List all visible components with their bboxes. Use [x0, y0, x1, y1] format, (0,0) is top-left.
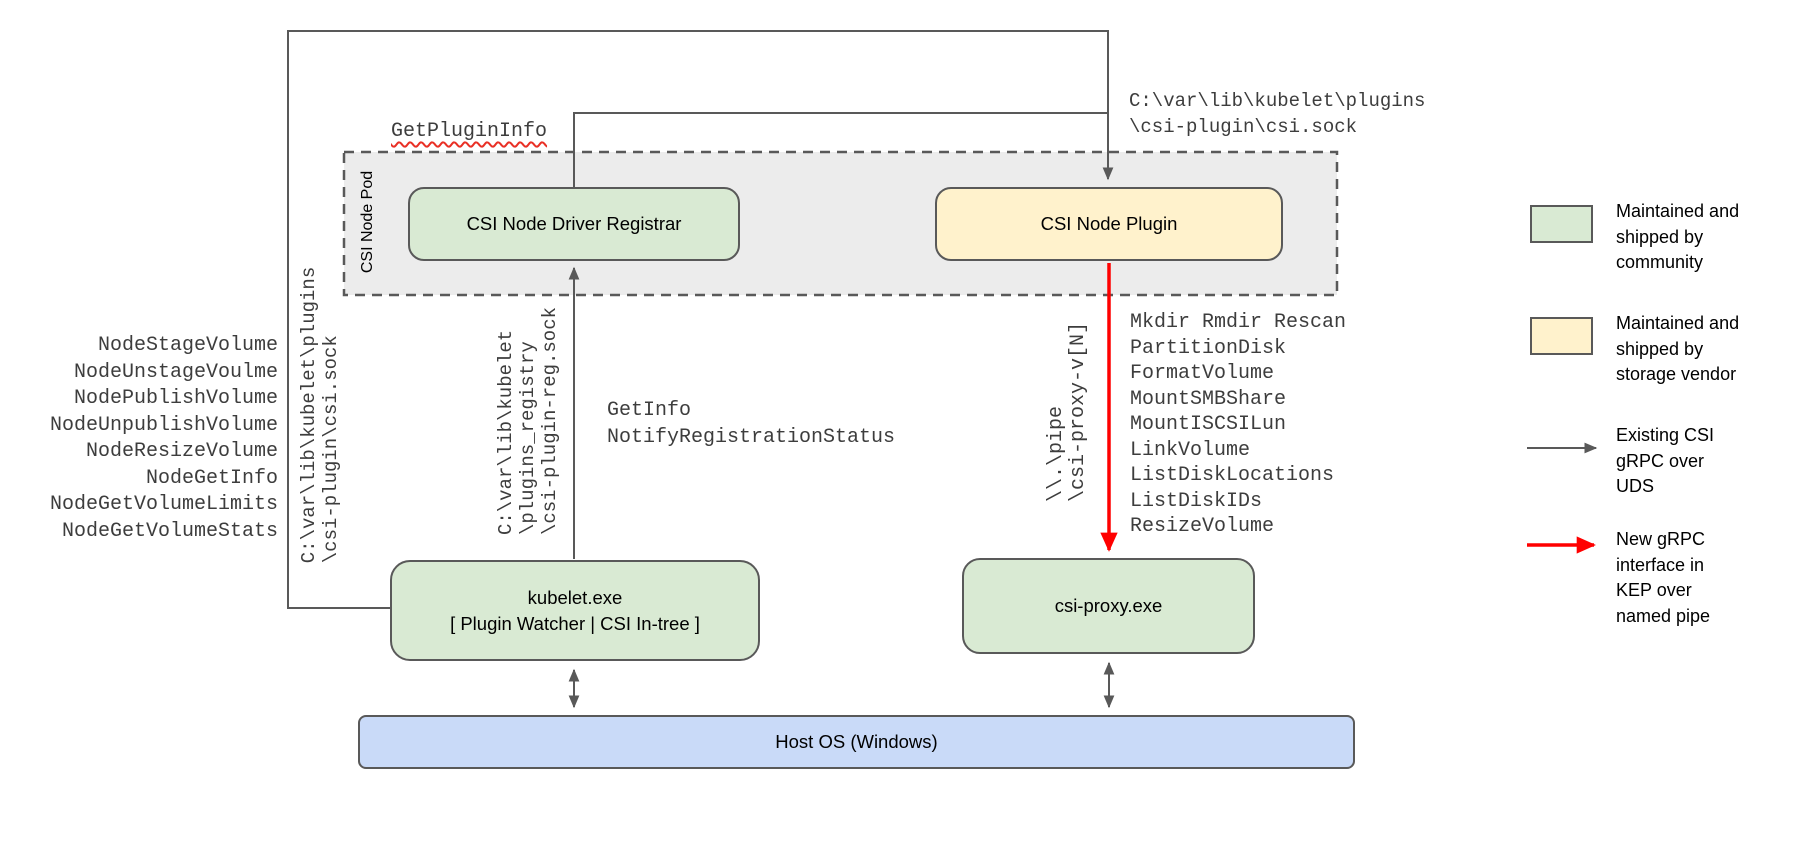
- list-item: ListDiskIDs: [1130, 489, 1263, 513]
- host-os-box: Host OS (Windows): [358, 715, 1355, 769]
- list-item: FormatVolume: [1130, 362, 1275, 385]
- legend-existing-grpc-text: Existing CSI gRPC over UDS: [1616, 425, 1715, 496]
- list-item: NodeStageVolume: [97, 334, 278, 357]
- named-pipe-label: \\.\pipe \csi-proxy-v[N]: [1045, 321, 1090, 503]
- registration-sock-path-label: C:\var\lib\kubelet \plugins_registry \cs…: [495, 306, 561, 536]
- edge-getplugininfo: [573, 112, 1107, 187]
- legend-community-text: Maintained and shipped by community: [1616, 201, 1740, 272]
- legend-vendor-swatch: [1530, 317, 1593, 355]
- list-item: NodeUnpublishVolume: [49, 413, 278, 437]
- csi-sock-path-label-side: C:\var\lib\kubelet\plugins \csi-plugin\c…: [298, 266, 342, 564]
- legend-vendor-text: Maintained and shipped by storage vendor: [1616, 313, 1740, 384]
- list-item: NodeGetVolumeStats: [61, 519, 278, 543]
- list-item: PartitionDisk: [1130, 336, 1287, 360]
- csi-node-driver-registrar-box: CSI Node Driver Registrar: [408, 187, 740, 261]
- csi-node-plugin-box: CSI Node Plugin: [935, 187, 1283, 261]
- csi-sock-path-label-top: C:\var\lib\kubelet\plugins \csi-plugin\c…: [1129, 90, 1426, 138]
- list-item: NodeResizeVolume: [85, 440, 278, 463]
- list-item: NodePublishVolume: [73, 387, 278, 410]
- registration-calls-label: GetInfo NotifyRegistrationStatus: [607, 399, 896, 449]
- kubelet-box: kubelet.exe [ Plugin Watcher | CSI In-tr…: [390, 560, 760, 661]
- kubelet-subtitle: [ Plugin Watcher | CSI In-tree ]: [450, 612, 700, 634]
- list-item: NodeGetInfo: [145, 466, 278, 490]
- list-item: NodeGetVolumeLimits: [49, 493, 278, 516]
- list-item: Mkdir Rmdir Rescan: [1130, 311, 1347, 334]
- list-item: MountISCSILun: [1130, 413, 1287, 436]
- list-item: ResizeVolume: [1130, 515, 1275, 538]
- legend-community-swatch: [1530, 205, 1593, 243]
- list-item: LinkVolume: [1130, 438, 1251, 462]
- list-item: NodeUnstageVoulme: [73, 360, 278, 384]
- getplugininfo-label: GetPluginInfo: [391, 120, 548, 143]
- edge-kubelet-to-plugin-uds: [287, 30, 1114, 609]
- kubelet-label: kubelet.exe [ Plugin Watcher | CSI In-tr…: [450, 585, 700, 637]
- csi-node-pod-label: CSI Node Pod: [359, 170, 376, 274]
- legend-new-grpc-text: New gRPC interface in KEP over named pip…: [1616, 529, 1711, 626]
- kubelet-title: kubelet.exe: [527, 586, 623, 608]
- list-item: ListDiskLocations: [1130, 464, 1335, 487]
- csi-proxy-box: csi-proxy.exe: [962, 558, 1255, 654]
- list-item: MountSMBShare: [1130, 387, 1287, 411]
